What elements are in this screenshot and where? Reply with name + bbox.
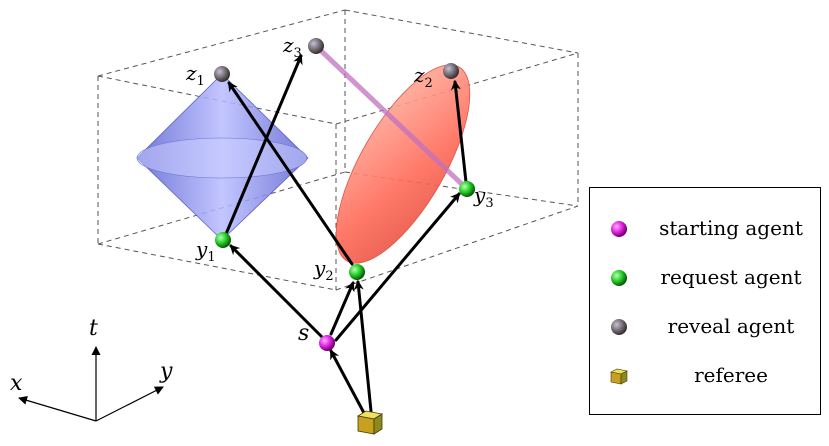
label-z3: z3 (282, 33, 302, 61)
legend-item-request-agent: request agent (590, 261, 822, 295)
node-z2 (443, 63, 459, 79)
node-s (319, 335, 335, 351)
gold-cube-icon (610, 368, 628, 385)
legend-item-starting-agent: starting agent (590, 212, 822, 246)
legend-item-reveal-agent: reveal agent (590, 310, 822, 344)
node-y3 (459, 181, 475, 197)
arrow-s-y1 (229, 244, 324, 339)
coordinate-axes (18, 346, 164, 422)
axis-label-y: y (159, 359, 173, 384)
axis-label-x: x (10, 371, 23, 396)
legend-label: referee (694, 363, 768, 387)
legend-label: request agent (660, 265, 802, 289)
legend-label: reveal agent (667, 314, 795, 338)
arrow-y3-z2 (450, 80, 468, 184)
legend-label: starting agent (659, 216, 803, 240)
arrows (224, 54, 468, 415)
arrow-referee-y2 (353, 280, 373, 413)
legend-item-referee: referee (590, 359, 822, 393)
node-y1 (215, 232, 231, 248)
magenta-sphere-icon (611, 221, 627, 237)
label-s: s (298, 321, 309, 346)
arrow-y2-z1 (227, 81, 354, 266)
link-z3-y3 (313, 43, 470, 192)
nodes (214, 38, 475, 351)
label-z2: z2 (413, 63, 433, 91)
arrow-y1-z3 (224, 54, 303, 236)
gray-sphere-icon (611, 319, 627, 335)
label-z1: z1 (185, 61, 205, 89)
node-z1 (214, 66, 230, 82)
label-y3: y3 (473, 183, 494, 211)
label-y1: y1 (195, 237, 216, 265)
referee-cube (356, 410, 384, 435)
arrow-s-y2 (329, 281, 355, 336)
node-y2 (349, 264, 365, 280)
axis-label-t: t (89, 316, 98, 341)
green-sphere-icon (611, 270, 627, 286)
node-z3 (308, 38, 324, 54)
legend: starting agent request agent reveal agen… (589, 187, 821, 415)
arrow-s-y3 (334, 192, 461, 342)
ellipsoid-shape (335, 64, 471, 264)
label-y2: y2 (313, 256, 334, 284)
arrow-referee-s (329, 349, 366, 415)
